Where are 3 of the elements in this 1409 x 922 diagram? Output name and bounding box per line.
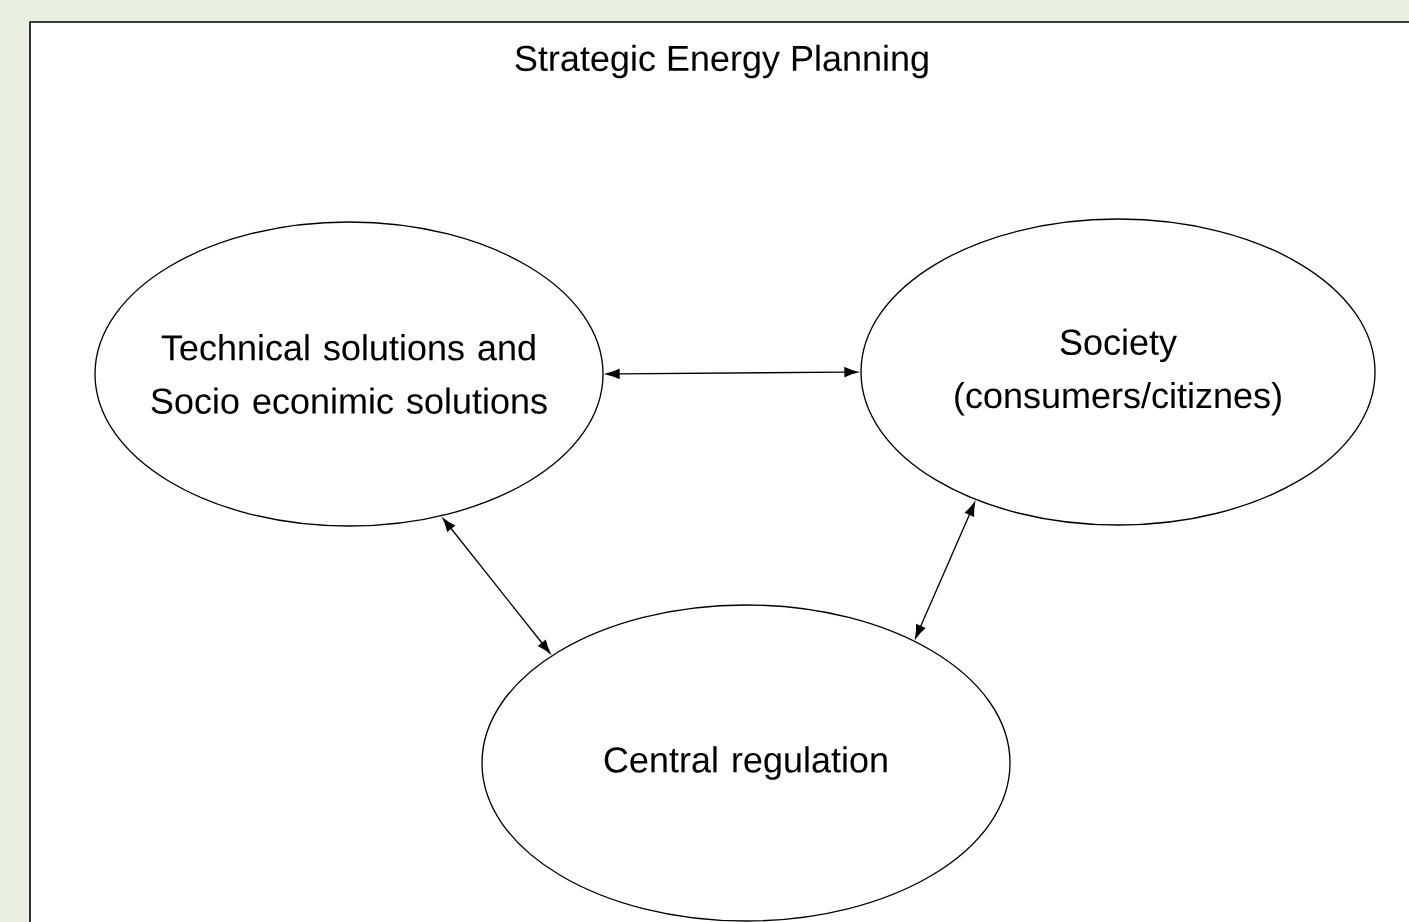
double-arrow <box>606 367 858 379</box>
double-arrow <box>915 502 976 639</box>
double-arrow <box>442 518 551 654</box>
